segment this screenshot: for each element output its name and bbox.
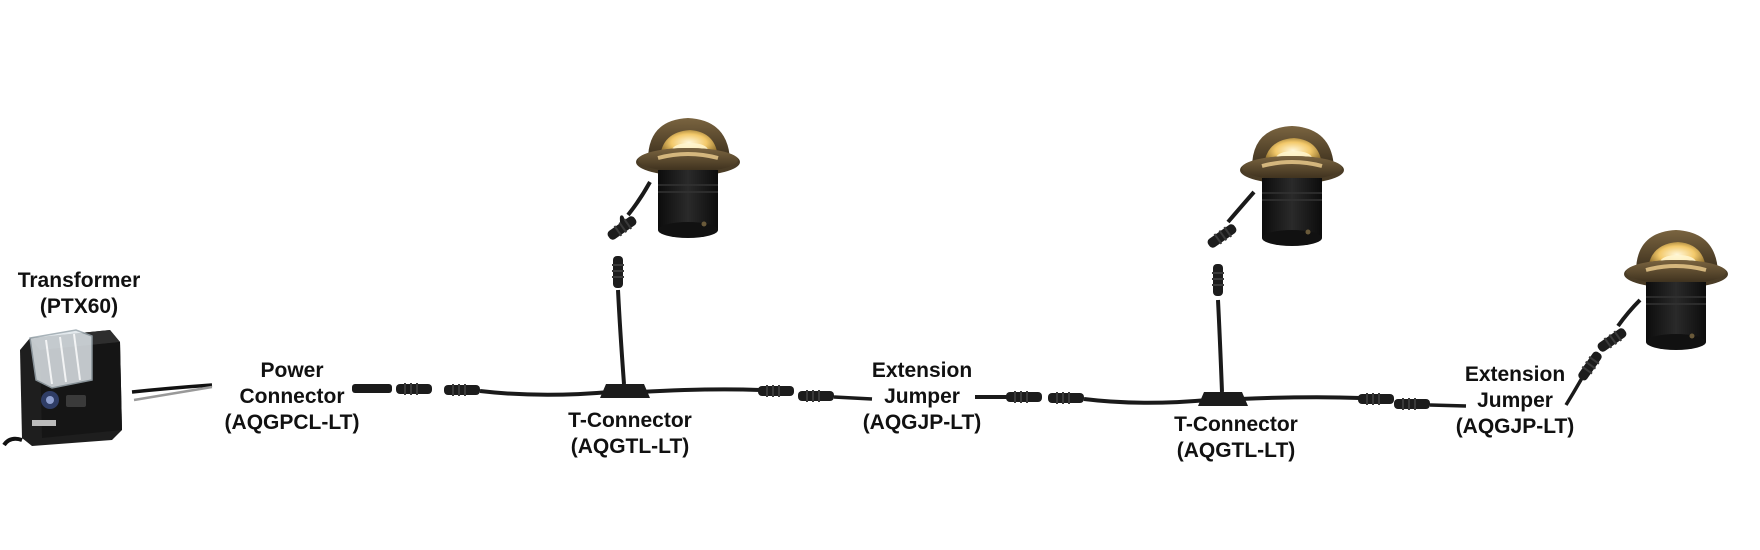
t-connector-icon: [1198, 264, 1248, 406]
connector-plug-icon: [798, 390, 834, 402]
connector-plug-icon: [1394, 398, 1430, 410]
power-connector-wires: [131, 383, 213, 402]
connector-plug-icon: [1358, 393, 1394, 405]
extension-jumper-label-2: Extension Jumper (AQGJP-LT): [1455, 363, 1575, 438]
well-light-icon: [1238, 124, 1346, 248]
power-connector-label: Power Connector (AQGPCL-LT): [224, 359, 360, 434]
fixture-lead: [1205, 190, 1256, 251]
cable-segment: [975, 391, 1467, 410]
t-connector-label-2: T-Connector (AQGTL-LT): [1174, 413, 1298, 462]
connector-plug-icon: [1048, 392, 1084, 404]
connector-plug-icon: [396, 383, 432, 395]
fixture-lead: [1595, 298, 1642, 355]
extension-jumper-label-1: Extension Jumper (AQGJP-LT): [862, 359, 982, 434]
transformer-label: Transformer (PTX60): [17, 269, 141, 318]
t-connector-label-1: T-Connector (AQGTL-LT): [568, 409, 692, 458]
cable-segment: [1564, 349, 1605, 406]
connector-plug-icon: [612, 256, 624, 288]
connector-plug-icon: [1212, 264, 1224, 296]
transformer-icon: [2, 329, 122, 447]
fixture-lead: [605, 181, 652, 243]
connector-plug-icon: [1006, 391, 1042, 403]
connector-plug-icon: [758, 385, 794, 397]
well-light-icon: [634, 116, 742, 240]
well-light-icon: [1622, 228, 1730, 352]
connector-plug-icon: [444, 384, 480, 396]
t-connector-icon: [600, 215, 650, 398]
cable-segment: [352, 383, 873, 402]
